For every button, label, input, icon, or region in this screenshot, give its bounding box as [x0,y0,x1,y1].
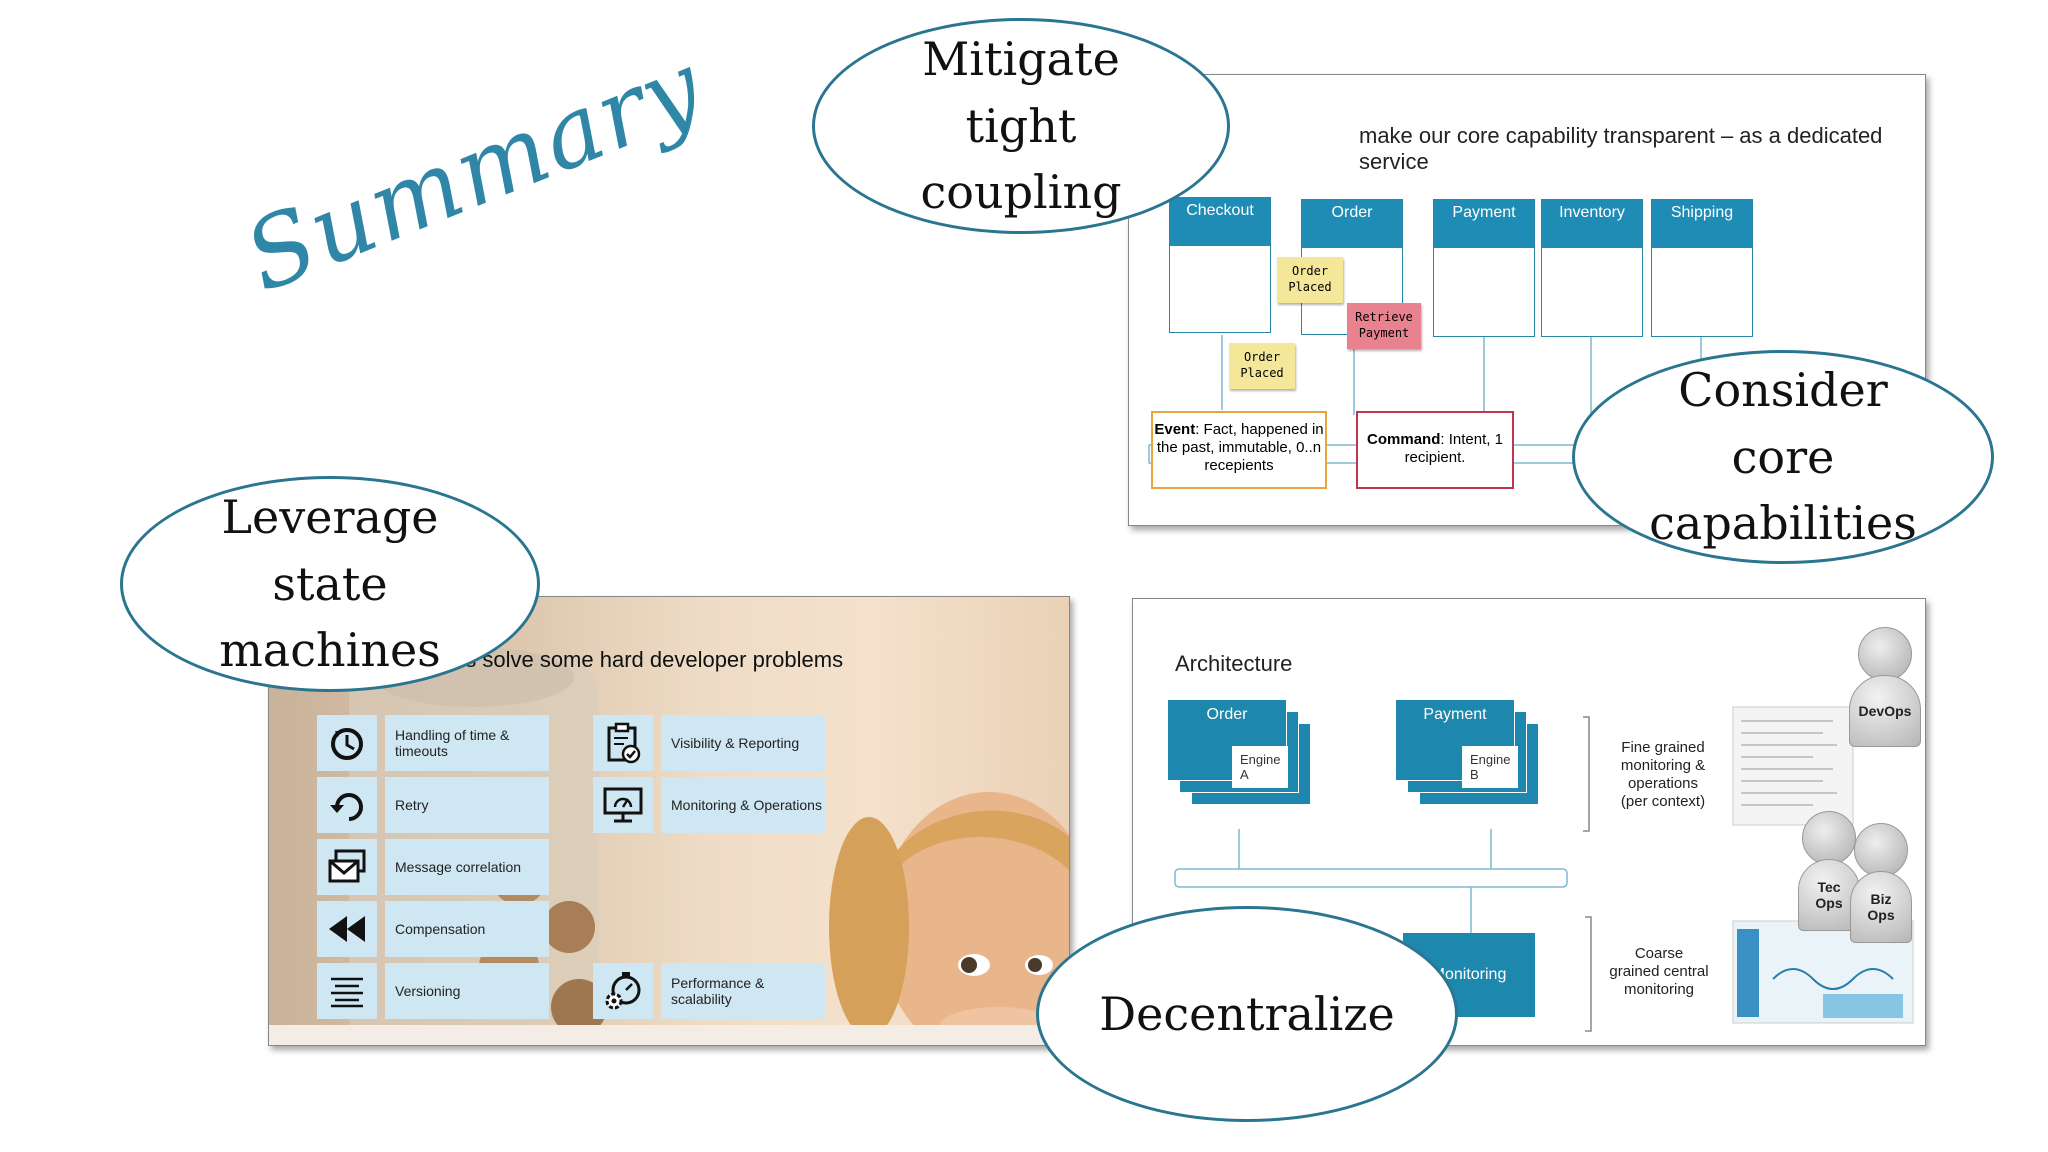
fine-grained-text: Fine grained monitoring & operations (pe… [1620,739,1706,810]
devops-person-icon: DevOps [1845,627,1925,747]
slide-heading: make our core capability transparent – a… [1359,123,1883,174]
sticky-order-placed-event: Order Placed [1229,343,1295,389]
service-inventory: Inventory [1541,199,1643,337]
feature-retry: Retry [385,777,549,833]
summary-title: Summary [230,29,718,314]
slide-heading: es solve some hard developer problems [453,647,844,672]
architecture-lines [1174,706,1914,1032]
bubble-decentralize: Decentralize [1036,906,1458,1122]
feature-versioning: Versioning [385,963,549,1019]
monitoring-label: Monitoring [1431,966,1507,983]
message-correlation-icon [317,839,377,895]
clock-icon [317,715,377,771]
command-definition: : Intent, 1 recipient. [1404,431,1503,466]
command-term: Command [1367,431,1441,448]
versioning-icon [317,963,377,1019]
feature-compensation: Compensation [385,901,549,957]
bizops-person-icon: Biz Ops [1841,823,1921,943]
bubble-text: Leverage state machines [219,489,441,678]
command-callout: Command: Intent, 1 recipient. [1356,411,1514,489]
sticky-retrieve-payment: Retrieve Payment [1347,303,1421,349]
service-label: Payment [1434,200,1534,248]
bubble-state-machines: Leverage state machines [120,476,540,692]
engine-a: Engine A [1232,746,1289,788]
clipboard-check-icon [593,715,653,771]
service-label: Checkout [1170,198,1270,246]
event-term: Event [1154,421,1196,438]
devops-label: DevOps [1858,703,1912,719]
bubble-text: Consider core capabilities [1649,362,1917,551]
service-payment: Payment [1433,199,1535,337]
event-callout: Event: Fact, happened in the past, immut… [1151,411,1327,489]
payment-context: Payment Engine B [1395,699,1519,788]
bubble-text: Decentralize [1099,986,1395,1041]
feature-time-timeouts: Handling of time & timeouts [385,715,549,771]
feature-performance-scalability: Performance & scalability [661,963,825,1019]
order-context: Order Engine A [1167,699,1289,788]
service-label: Order [1302,200,1402,248]
service-label: Shipping [1652,200,1752,248]
engine-b: Engine B [1462,746,1519,788]
bubble-text: Mitigate tight coupling [920,31,1122,220]
tecops-label: Tec Ops [1815,879,1843,911]
feature-visibility-reporting: Visibility & Reporting [661,715,825,771]
monitor-gauge-icon [593,777,653,833]
stopwatch-gear-icon [593,963,653,1019]
slide-core-capability: make our core capability transparent – a… [1128,74,1926,526]
slide-heading: Architecture [1175,651,1293,676]
bubble-core-capabilities: Consider core capabilities [1572,350,1994,564]
retry-icon [317,777,377,833]
tecops-person-icon: Tec Ops [1789,811,1869,931]
payment-title: Payment [1423,706,1487,723]
service-checkout: Checkout [1169,197,1271,333]
event-definition: : Fact, happened in the past, immutable,… [1156,421,1324,474]
bizops-label: Biz Ops [1867,891,1895,923]
rewind-icon [317,901,377,957]
service-label: Inventory [1542,200,1642,248]
bubble-mitigate-coupling: Mitigate tight coupling [812,18,1230,234]
order-title: Order [1206,706,1248,723]
service-shipping: Shipping [1651,199,1753,337]
coarse-grained-text: Coarse grained central monitoring [1609,945,1709,998]
slide-state-machines: es solve some hard developer problems Ha… [268,596,1070,1046]
feature-monitoring-operations: Monitoring & Operations [661,777,825,833]
feature-message-correlation: Message correlation [385,839,549,895]
sticky-order-placed: Order Placed [1277,257,1343,303]
